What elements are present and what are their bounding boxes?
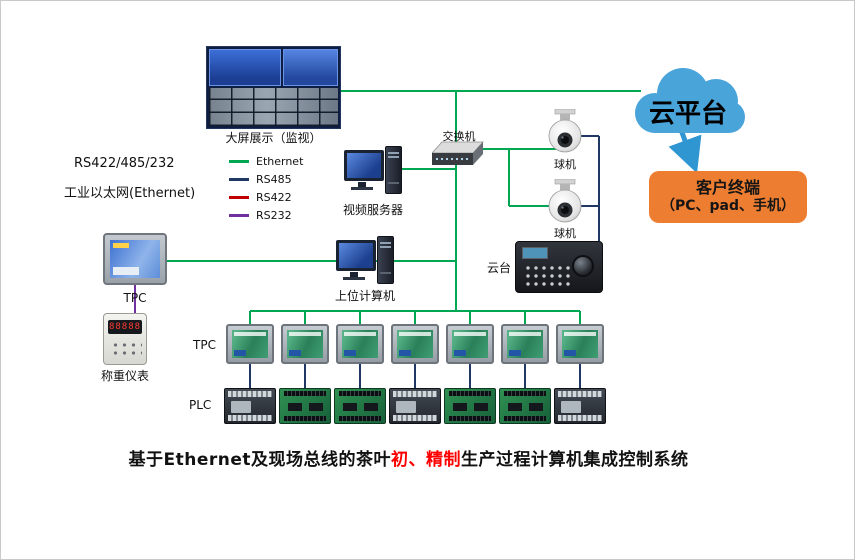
tpc-panel-7 bbox=[556, 324, 604, 364]
rs485-line-swatch bbox=[229, 177, 249, 181]
monitor-icon bbox=[344, 150, 384, 190]
tower-icon bbox=[377, 236, 394, 284]
camera-bottom-label: 球机 bbox=[554, 227, 576, 240]
rs232-line-swatch bbox=[229, 213, 249, 217]
caption: 基于Ethernet及现场总线的茶叶初、精制生产过程计算机集成控制系统 bbox=[121, 445, 696, 470]
dome-camera-icon bbox=[548, 178, 582, 223]
rs422-line-swatch bbox=[229, 195, 249, 199]
video-server bbox=[344, 144, 402, 196]
legend-item-rs485: RS485 bbox=[229, 170, 303, 188]
plc-module-1 bbox=[224, 388, 276, 424]
tpc-panel-3 bbox=[336, 324, 384, 364]
plc-module-6 bbox=[499, 388, 551, 424]
plc-module-7 bbox=[554, 388, 606, 424]
cloud-platform: 云平台 bbox=[621, 61, 755, 143]
video-wall-thumbnails bbox=[209, 88, 338, 126]
ptz-screen bbox=[522, 247, 548, 259]
tower-icon bbox=[385, 146, 402, 194]
host-computer bbox=[336, 234, 394, 286]
cloud-icon bbox=[635, 68, 745, 133]
weighing-indicator: 88888 bbox=[103, 313, 147, 365]
caption-prefix: 基于Ethernet及现场总线的茶叶 bbox=[128, 450, 391, 470]
tpc-screen bbox=[110, 240, 160, 278]
video-wall-label: 大屏展示（监视） bbox=[225, 131, 322, 145]
monitor-icon bbox=[336, 240, 376, 280]
plc-module-5 bbox=[444, 388, 496, 424]
caption-highlight: 初、精制 bbox=[391, 450, 461, 470]
ptz-keypad bbox=[522, 262, 572, 287]
client-terminal-devices: （PC、pad、手机） bbox=[660, 198, 796, 215]
ptz-controller bbox=[515, 241, 603, 293]
dome-camera-bottom bbox=[547, 178, 583, 229]
legend-eth-title: 工业以太网(Ethernet) bbox=[64, 186, 196, 201]
tpc-panel-6 bbox=[501, 324, 549, 364]
dome-camera-top bbox=[547, 108, 583, 159]
switch-icon bbox=[431, 141, 484, 165]
dome-camera-icon bbox=[548, 108, 582, 153]
ptz-label: 云台 bbox=[487, 261, 512, 275]
legend-item-rs422: RS422 bbox=[229, 188, 303, 206]
legend-label-ethernet: Ethernet bbox=[256, 154, 304, 168]
weighing-keypad bbox=[108, 339, 142, 357]
weighing-display: 88888 bbox=[108, 320, 142, 334]
legend-bus-title: RS422/485/232 bbox=[74, 156, 175, 171]
legend-label-rs485: RS485 bbox=[256, 172, 292, 186]
video-wall-main-screens bbox=[209, 49, 338, 86]
legend: Ethernet RS485 RS422 RS232 bbox=[229, 152, 303, 224]
tpc-panel-4 bbox=[391, 324, 439, 364]
tpc-panel-1 bbox=[226, 324, 274, 364]
plc-module-3 bbox=[334, 388, 386, 424]
camera-top-label: 球机 bbox=[554, 158, 576, 171]
tpc-panel-5 bbox=[446, 324, 494, 364]
tpc-row-label: TPC bbox=[193, 338, 216, 352]
cloud-label: 云平台 bbox=[648, 99, 727, 129]
legend-label-rs422: RS422 bbox=[256, 190, 292, 204]
host-computer-label: 上位计算机 bbox=[334, 289, 395, 303]
weighing-label: 称重仪表 bbox=[100, 369, 149, 383]
legend-item-ethernet: Ethernet bbox=[229, 152, 303, 170]
ethernet-switch bbox=[431, 141, 484, 171]
tpc-panel-2 bbox=[281, 324, 329, 364]
legend-label-rs232: RS232 bbox=[256, 208, 292, 222]
caption-suffix: 生产过程计算机集成控制系统 bbox=[461, 450, 689, 470]
client-terminal-title: 客户终端 bbox=[695, 178, 760, 198]
video-server-label: 视频服务器 bbox=[342, 203, 403, 217]
tpc-touch-panel bbox=[103, 233, 167, 285]
ethernet-line-swatch bbox=[229, 159, 249, 163]
legend-item-rs232: RS232 bbox=[229, 206, 303, 224]
tpc-label: TPC bbox=[123, 291, 147, 305]
plc-row-label: PLC bbox=[189, 398, 212, 412]
video-wall-display bbox=[206, 46, 341, 129]
plc-module-4 bbox=[389, 388, 441, 424]
plc-module-2 bbox=[279, 388, 331, 424]
joystick-icon bbox=[572, 255, 594, 277]
client-terminal: 客户终端 （PC、pad、手机） bbox=[649, 171, 807, 223]
